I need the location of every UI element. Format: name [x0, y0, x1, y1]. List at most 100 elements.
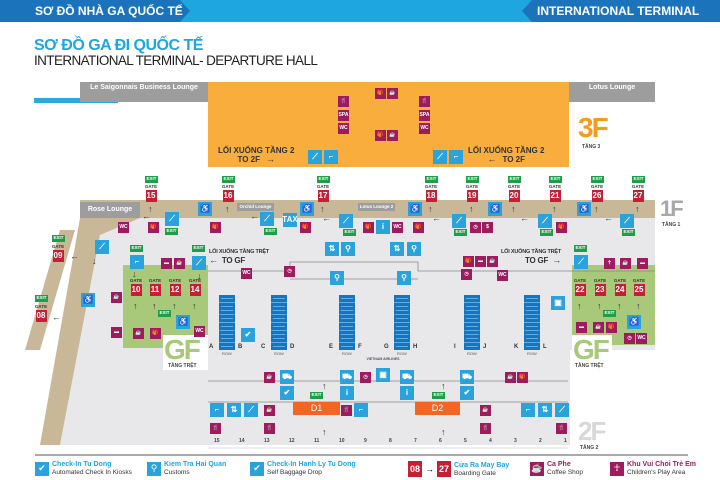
- elevator-icon[interactable]: ⇅: [390, 242, 404, 256]
- info-icon[interactable]: i: [376, 220, 390, 234]
- gate-2f-number[interactable]: 12: [289, 438, 295, 444]
- baggage-drop-icon[interactable]: ▣: [376, 368, 390, 382]
- orchid-lounge[interactable]: Orchid Lounge: [237, 203, 274, 211]
- gate-number[interactable]: 15: [145, 190, 157, 202]
- clock-icon[interactable]: ◷: [624, 333, 635, 344]
- gate-2f-number[interactable]: 9: [364, 438, 367, 444]
- gate-number[interactable]: 20: [508, 190, 520, 202]
- elevator-icon[interactable]: ⇅: [227, 403, 241, 417]
- gate-number[interactable]: 11: [149, 284, 161, 296]
- clock-icon[interactable]: ◷: [284, 266, 295, 277]
- gate-2f-number[interactable]: 2: [539, 438, 542, 444]
- gate-2f-number[interactable]: 5: [464, 438, 467, 444]
- customs-icon[interactable]: ⚲: [341, 242, 355, 256]
- gate-number[interactable]: 18: [425, 190, 437, 202]
- clock-icon[interactable]: ◷: [360, 372, 371, 383]
- checkin-row[interactable]: [219, 295, 235, 350]
- accessible-seat-icon[interactable]: ♿: [300, 202, 314, 216]
- baggage-cart-icon[interactable]: ⛟: [460, 370, 474, 384]
- stairs-icon[interactable]: ⌐: [324, 150, 338, 164]
- restaurant-icon[interactable]: 🍴: [338, 96, 349, 107]
- accessible-seat-icon[interactable]: ♿: [198, 202, 212, 216]
- stairs-icon[interactable]: ⌐: [449, 150, 463, 164]
- coffee-icon[interactable]: ☕: [111, 292, 122, 303]
- escalator-icon[interactable]: ⟋: [339, 214, 353, 228]
- gate-2f-number[interactable]: 11: [314, 438, 320, 444]
- wc-icon[interactable]: WC: [636, 333, 647, 344]
- coffee-icon[interactable]: ☕: [264, 405, 275, 416]
- coffee-icon[interactable]: ☕: [264, 372, 275, 383]
- accessible-seat-icon[interactable]: ♿: [81, 293, 95, 307]
- escalator-icon[interactable]: ⟋: [433, 150, 447, 164]
- stairs-icon[interactable]: ⌐: [521, 403, 535, 417]
- baggage-cart-icon[interactable]: ⛟: [280, 370, 294, 384]
- gate-number[interactable]: 09: [52, 250, 64, 262]
- elevator-icon[interactable]: ⇅: [538, 403, 552, 417]
- accessible-seat-icon[interactable]: ♿: [176, 315, 190, 329]
- accessible-seat-icon[interactable]: ♿: [408, 202, 422, 216]
- shopping-icon[interactable]: 🎁: [375, 88, 386, 99]
- elevator-icon[interactable]: ⇅: [325, 242, 339, 256]
- gate-2f-number[interactable]: 7: [414, 438, 417, 444]
- info-icon[interactable]: i: [340, 386, 354, 400]
- checkin-row[interactable]: [394, 295, 410, 350]
- rest-area-icon[interactable]: ▬: [111, 327, 122, 338]
- baggage-drop-icon[interactable]: ▣: [551, 296, 565, 310]
- gate-number[interactable]: 19: [466, 190, 478, 202]
- wc-icon[interactable]: WC: [338, 123, 349, 134]
- restaurant-icon[interactable]: 🍴: [556, 423, 567, 434]
- escalator-icon[interactable]: ⟋: [192, 256, 206, 270]
- customs-icon[interactable]: ⚲: [330, 271, 344, 285]
- zone-d2[interactable]: D2: [415, 402, 460, 415]
- coffee-icon[interactable]: ☕: [133, 328, 144, 339]
- rest-area-icon[interactable]: ▬: [576, 322, 587, 333]
- rest-area-icon[interactable]: ▬: [161, 258, 172, 269]
- checkin-kiosk-icon[interactable]: ✔: [280, 386, 294, 400]
- wc-icon[interactable]: WC: [392, 222, 403, 233]
- coffee-icon[interactable]: ☕: [505, 372, 516, 383]
- clock-icon[interactable]: ◷: [470, 222, 481, 233]
- coffee-icon[interactable]: ☕: [487, 256, 498, 267]
- shopping-icon[interactable]: 🎁: [375, 130, 386, 141]
- escalator-icon[interactable]: ⟋: [452, 214, 466, 228]
- baggage-cart-icon[interactable]: ⛟: [340, 370, 354, 384]
- restaurant-icon[interactable]: 🍴: [210, 423, 221, 434]
- gate-number[interactable]: 25: [633, 284, 645, 296]
- shopping-icon[interactable]: 🎁: [606, 322, 617, 333]
- gate-number[interactable]: 27: [632, 190, 644, 202]
- escalator-icon[interactable]: ⟋: [574, 255, 588, 269]
- wc-icon[interactable]: WC: [497, 270, 508, 281]
- gate-2f-number[interactable]: 8: [389, 438, 392, 444]
- checkin-row[interactable]: [339, 295, 355, 350]
- clock-icon[interactable]: ◷: [461, 269, 472, 280]
- checkin-row[interactable]: [271, 295, 287, 350]
- restaurant-icon[interactable]: 🍴: [341, 405, 352, 416]
- shopping-icon[interactable]: 🎁: [148, 222, 159, 233]
- shopping-icon[interactable]: 🎁: [463, 256, 474, 267]
- gate-2f-number[interactable]: 6: [439, 438, 442, 444]
- gate-number[interactable]: 26: [591, 190, 603, 202]
- wc-icon[interactable]: WC: [194, 326, 205, 337]
- spa-icon[interactable]: SPA: [338, 110, 349, 121]
- gate-number[interactable]: 14: [189, 284, 201, 296]
- le-saigonnais-lounge[interactable]: Le Saigonnais Business Lounge: [80, 82, 208, 102]
- escalator-icon[interactable]: ⟋: [260, 212, 274, 226]
- gate-number[interactable]: 12: [169, 284, 181, 296]
- gate-2f-number[interactable]: 10: [339, 438, 345, 444]
- shopping-icon[interactable]: 🎁: [517, 372, 528, 383]
- gate-number[interactable]: 17: [317, 190, 329, 202]
- rose-lounge[interactable]: Rose Lounge: [80, 202, 140, 218]
- gate-2f-number[interactable]: 4: [489, 438, 492, 444]
- shopping-icon[interactable]: 🎁: [150, 328, 161, 339]
- customs-icon[interactable]: ⚲: [407, 242, 421, 256]
- stairs-icon[interactable]: ⌐: [210, 403, 224, 417]
- gate-number[interactable]: 23: [594, 284, 606, 296]
- restaurant-icon[interactable]: 🍴: [480, 423, 491, 434]
